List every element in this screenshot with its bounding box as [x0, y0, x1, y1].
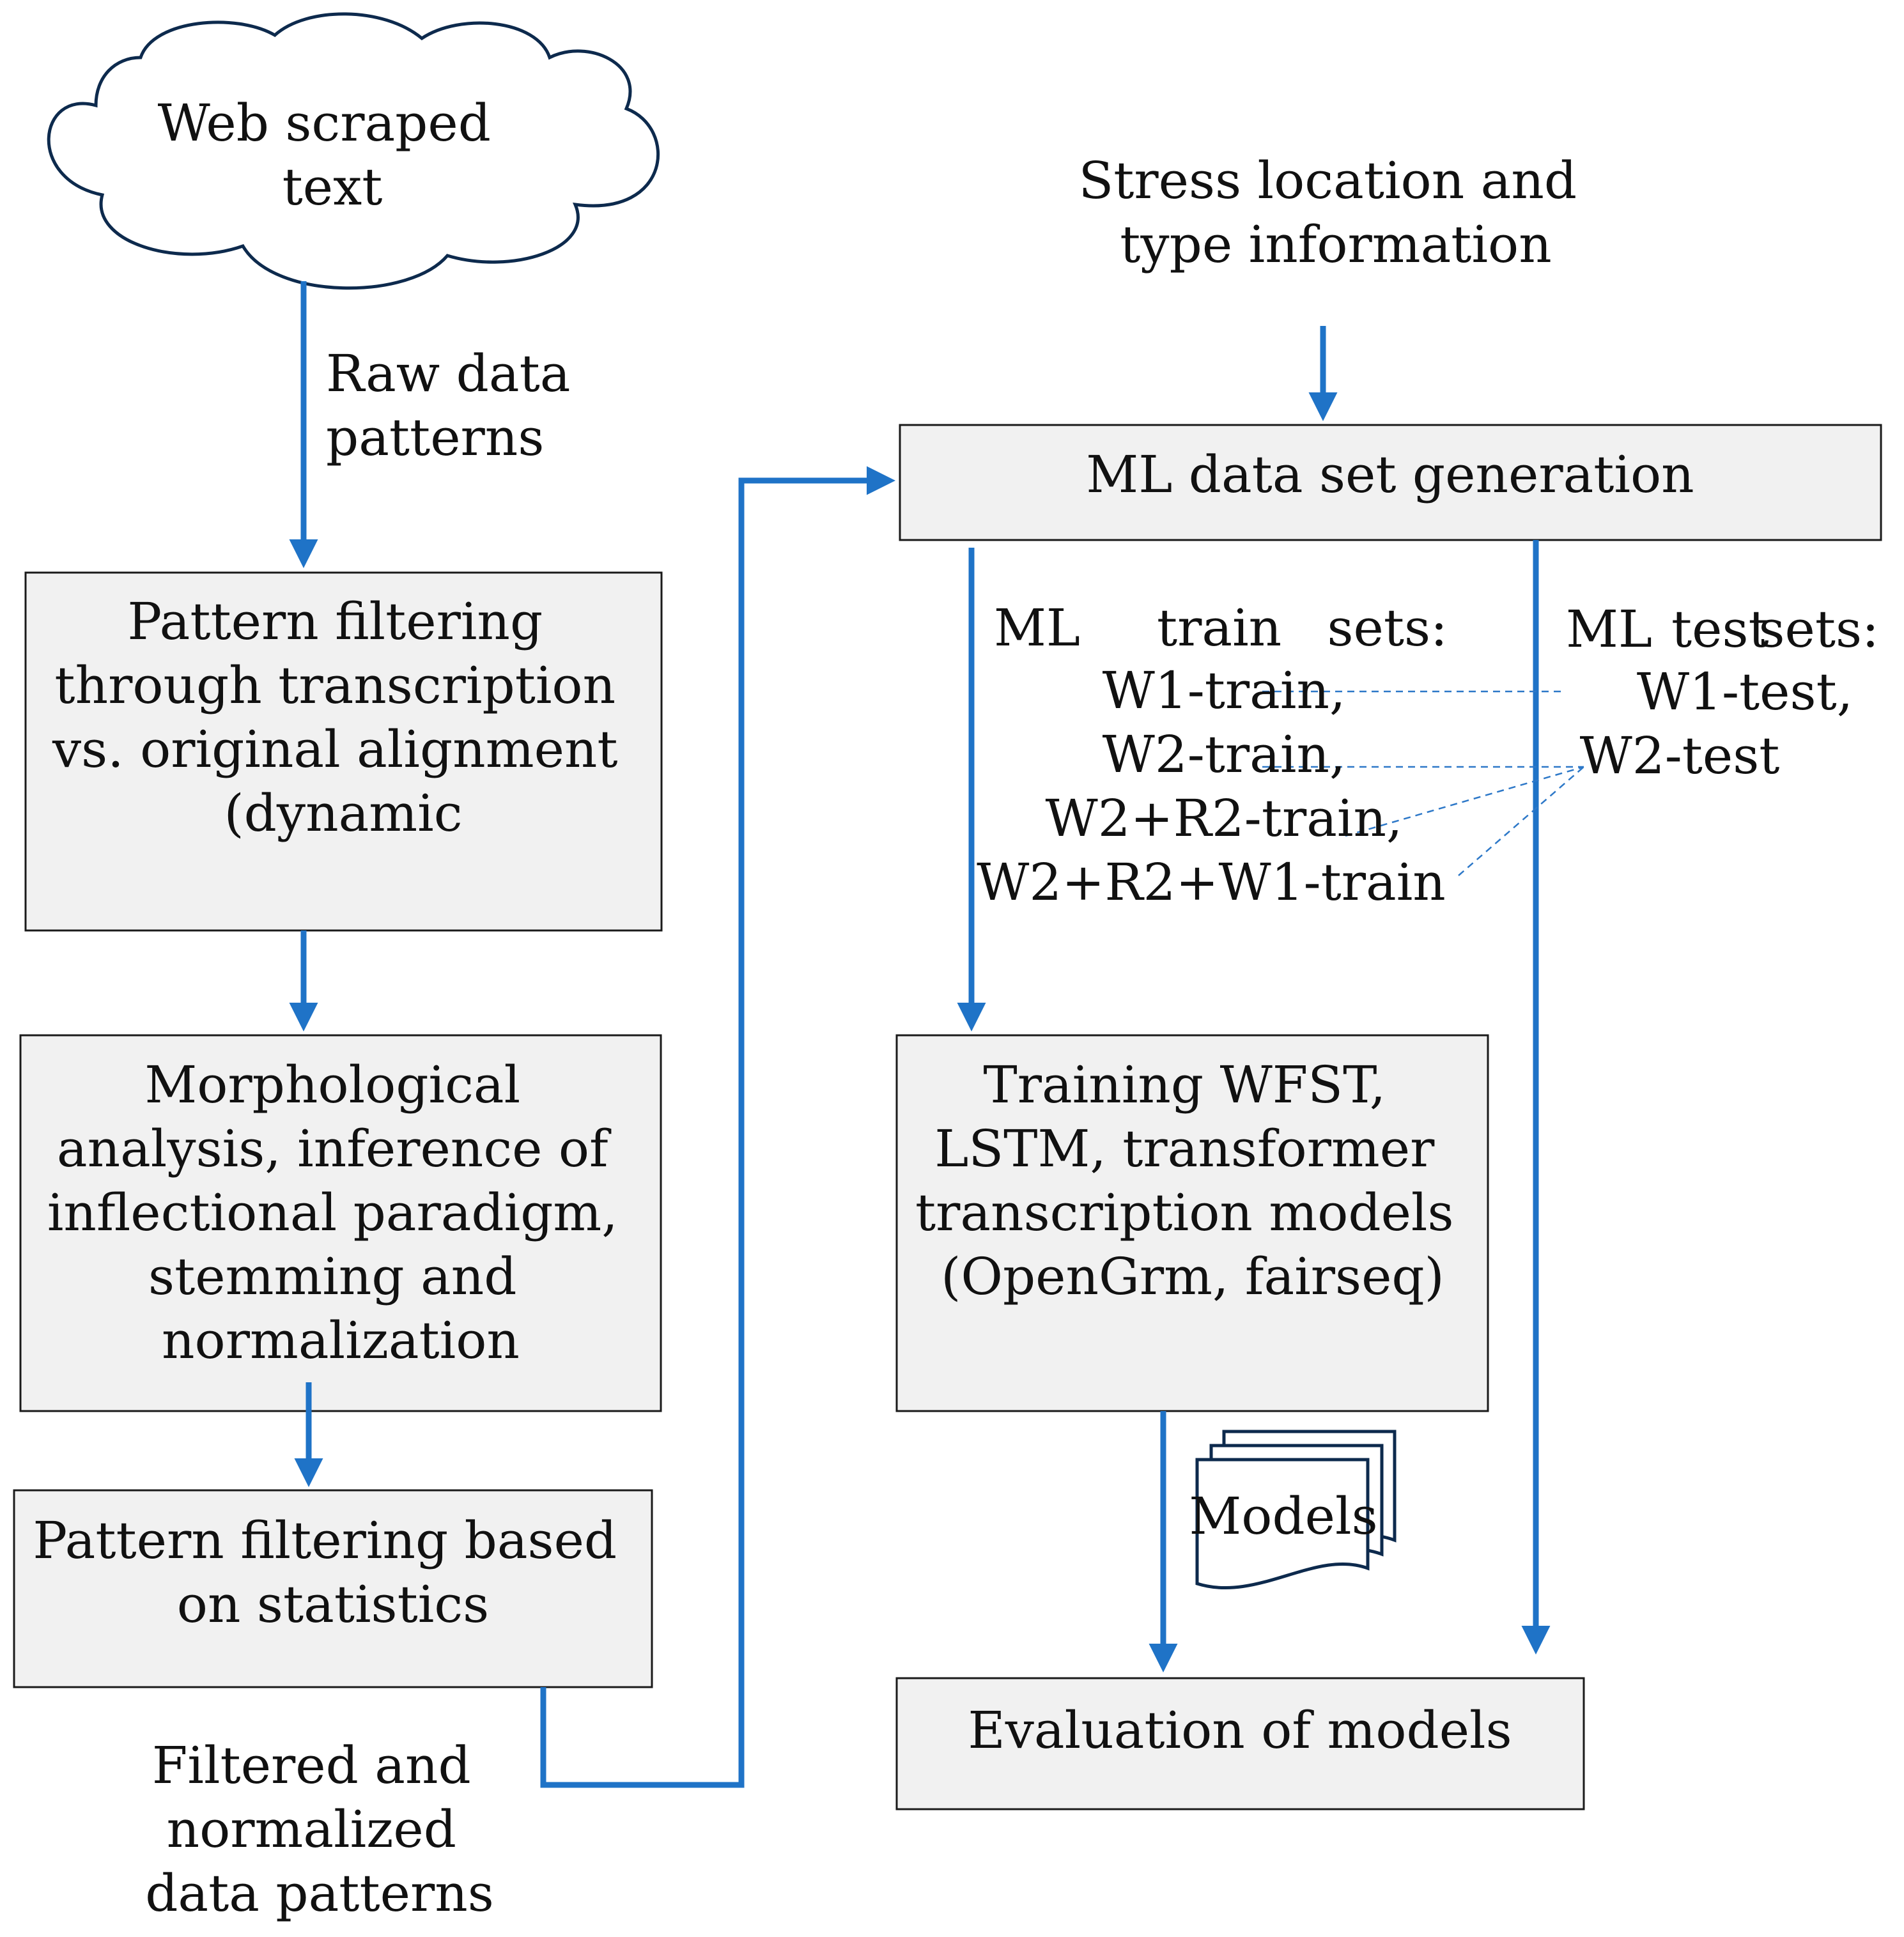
ml-train-sets-label: ML train sets: W1-train, W2-train, W2+R2… — [977, 598, 1448, 912]
evaluation-text: Evaluation of models — [968, 1701, 1512, 1760]
training-models-text: Training WFST, LSTM, transformer transcr… — [915, 1055, 1470, 1306]
ml-dataset-generation-box — [899, 424, 1882, 541]
ml-dataset-generation-text: ML data set generation — [1086, 445, 1694, 504]
morphological-analysis-text: Morphological analysis, inference of inf… — [47, 1055, 634, 1370]
ml-test-sets-label: ML test sets: W1-test, W2-test — [1566, 599, 1879, 785]
models-document-stack — [1195, 1430, 1397, 1590]
models-label: Models — [1189, 1486, 1377, 1546]
train-sets-heading-2: train — [1157, 598, 1281, 658]
pattern-filtering-statistics-box — [13, 1489, 653, 1688]
pattern-filtering-statistics-text: Pattern filtering based on statistics — [33, 1511, 633, 1634]
evaluation-box — [895, 1677, 1585, 1810]
web-scraped-text: Web scraped text — [158, 93, 507, 217]
test-sets-heading-3: sets: — [1758, 599, 1879, 659]
dashed-w2r2-train-to-w2-test — [1345, 766, 1584, 837]
test-set-w2: W2-test — [1580, 726, 1780, 785]
train-set-w2: W2-train, — [1103, 725, 1346, 784]
web-scraped-cloud-shape — [47, 12, 660, 290]
train-set-w2r2w1: W2+R2+W1-train — [977, 853, 1446, 912]
test-set-w1: W1-test, — [1637, 662, 1853, 722]
pattern-filtering-alignment-text: Pattern filtering through transcription … — [52, 592, 634, 843]
raw-data-patterns-label: Raw data patterns — [326, 344, 587, 467]
test-sets-heading-1: ML — [1566, 599, 1652, 659]
dashed-w2r2w1-train-to-w2-test — [1458, 766, 1584, 876]
train-set-w1: W1-train, — [1103, 661, 1346, 720]
arrow-filter2-to-mlgen — [540, 466, 895, 1788]
train-sets-heading-1: ML — [994, 598, 1080, 658]
train-set-w2r2: W2+R2-train, — [1046, 789, 1403, 848]
models-doc-front — [1195, 1458, 1370, 1590]
pattern-filtering-alignment-box — [24, 571, 663, 932]
train-sets-heading-3: sets: — [1327, 598, 1448, 658]
test-sets-heading-2: test — [1671, 599, 1769, 659]
morphological-analysis-box — [19, 1034, 662, 1412]
filtered-normalized-label: Filtered and normalized data patterns — [145, 1736, 494, 1923]
training-models-box — [895, 1034, 1489, 1412]
stress-info-label: Stress location and type information — [1078, 151, 1593, 274]
